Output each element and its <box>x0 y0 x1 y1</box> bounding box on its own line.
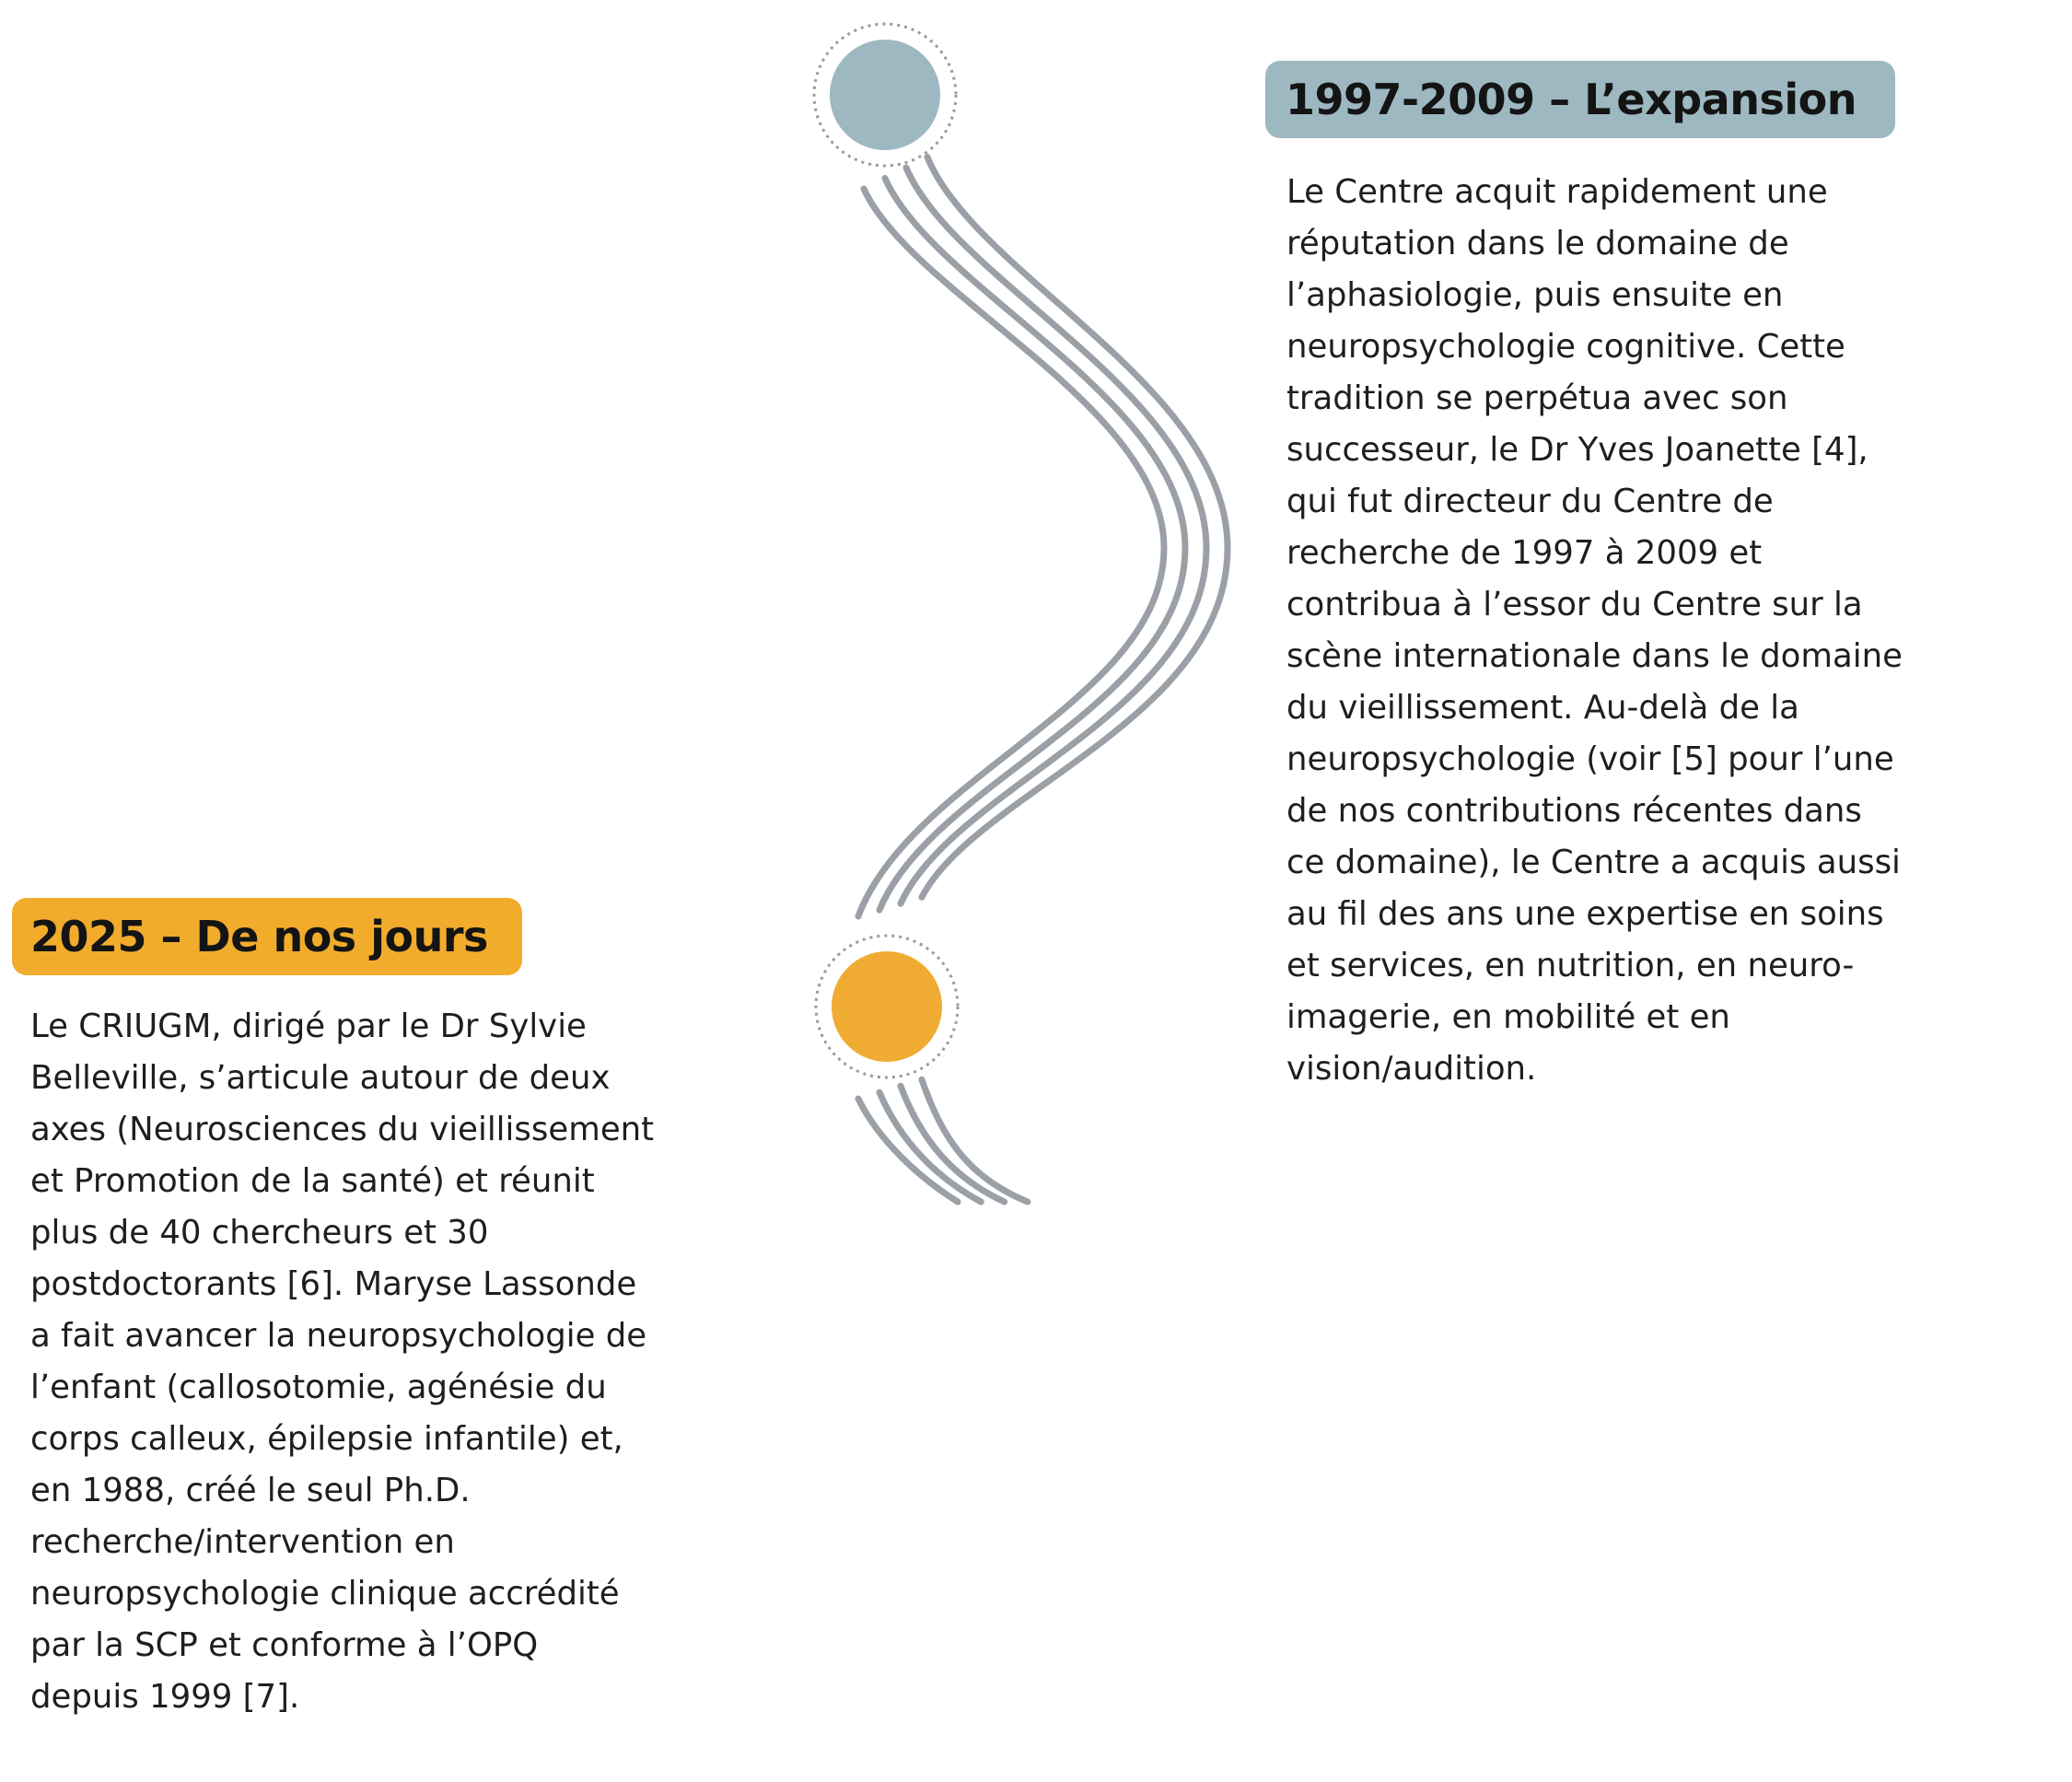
description-line: neuropsychologie (voir [5] pour l’une <box>1286 740 1894 778</box>
description-line: neuropsychologie cognitive. Cette <box>1286 328 1845 366</box>
timeline-wave-line <box>897 164 1210 907</box>
title-text: 2025 – De nos jours <box>30 912 488 961</box>
description-line: par la SCP et conforme à l’OPQ <box>30 1626 539 1664</box>
description-line: contribua à l’essor du Centre sur la <box>1286 586 1863 623</box>
description-line: plus de 40 chercheurs et 30 <box>30 1214 489 1252</box>
description-line: postdoctorants [6]. Maryse Lassonde <box>30 1265 637 1303</box>
description-line: et Promotion de la santé) et réunit <box>30 1162 595 1200</box>
description-line: au fil des ans une expertise en soins <box>1286 895 1884 933</box>
description-line: qui fut directeur du Centre de <box>1286 483 1774 520</box>
description-line: vision/audition. <box>1286 1050 1537 1088</box>
title-text: 1997-2009 – L’expansion <box>1286 75 1857 124</box>
description-line: Le CRIUGM, dirigé par le Dr Sylvie <box>30 1007 587 1045</box>
description-line: en 1988, créé le seul Ph.D. <box>30 1472 471 1509</box>
description-line: successeur, le Dr Yves Joanette [4], <box>1286 431 1868 469</box>
timeline-wave-tail <box>855 1095 961 1205</box>
description-line: et services, en nutrition, en neuro- <box>1286 947 1855 984</box>
timeline-wave-line <box>918 154 1231 901</box>
timeline-wave-tail <box>897 1082 1008 1205</box>
timeline-item-description-today: Le CRIUGM, dirigé par le Dr Sylvie Belle… <box>30 1001 654 1723</box>
node-top-circle <box>830 40 940 150</box>
description-line: depuis 1999 [7]. <box>30 1678 300 1716</box>
timeline-item-title-today: 2025 – De nos jours <box>12 898 522 975</box>
description-line: recherche de 1997 à 2009 et <box>1286 534 1763 572</box>
description-line: Le Centre acquit rapidement une <box>1286 173 1828 211</box>
description-line: corps calleux, épilepsie infantile) et, <box>30 1420 623 1458</box>
description-line: axes (Neurosciences du vieillissement <box>30 1111 655 1148</box>
description-line: du vieillissement. Au-delà de la <box>1286 689 1799 727</box>
timeline-wave-line <box>876 175 1189 914</box>
timeline-wave-tail <box>918 1076 1031 1205</box>
description-line: a fait avancer la neuropsychologie de <box>30 1317 647 1355</box>
timeline-wave-line <box>855 185 1168 920</box>
description-line: imagerie, en mobilité et en <box>1286 998 1730 1036</box>
description-line: l’aphasiologie, puis ensuite en <box>1286 276 1784 314</box>
timeline-item-title-expansion: 1997-2009 – L’expansion <box>1265 61 1895 138</box>
description-line: réputation dans le domaine de <box>1286 225 1789 262</box>
description-line: de nos contributions récentes dans <box>1286 792 1862 830</box>
description-line: l’enfant (callosotomie, agénésie du <box>30 1369 607 1406</box>
description-line: tradition se perpétua avec son <box>1286 379 1788 417</box>
description-line: recherche/intervention en <box>30 1523 455 1561</box>
description-line: neuropsychologie clinique accrédité <box>30 1575 620 1613</box>
timeline-item-description-expansion: Le Centre acquit rapidement une réputati… <box>1286 167 1903 1095</box>
description-line: Belleville, s’articule autour de deux <box>30 1059 611 1097</box>
node-bottom-circle <box>832 951 942 1062</box>
timeline-wave-lines <box>855 154 1231 1205</box>
description-line: scène internationale dans le domaine <box>1286 637 1903 675</box>
description-line: ce domaine), le Centre a acquis aussi <box>1286 844 1901 881</box>
timeline-node-top <box>812 22 958 168</box>
timeline-wave-tail <box>876 1089 984 1205</box>
timeline-node-bottom <box>814 934 960 1079</box>
